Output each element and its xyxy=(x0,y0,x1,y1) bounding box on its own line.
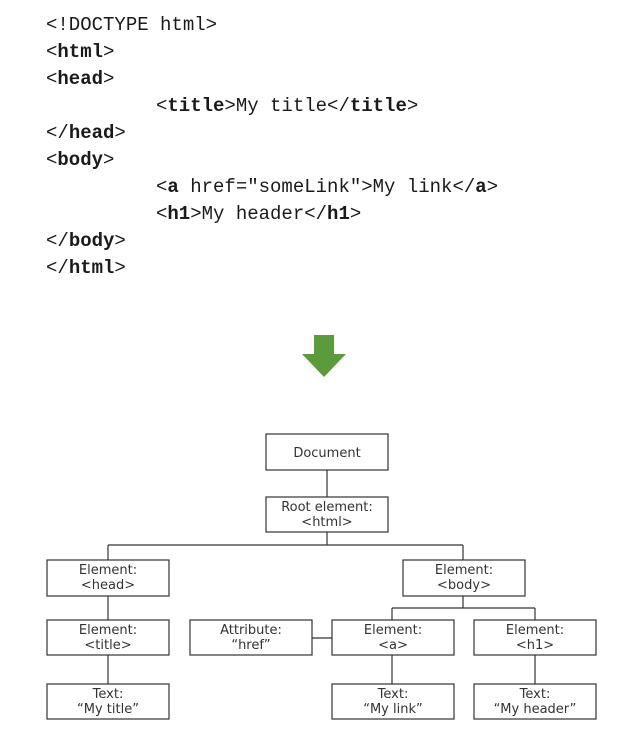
node-label: Element: xyxy=(364,623,422,638)
node-label: Root element: xyxy=(281,500,373,515)
node-label: Element: xyxy=(506,623,564,638)
code-tag-name: html xyxy=(57,41,104,63)
code-text: > xyxy=(103,41,115,63)
node-box xyxy=(331,619,455,656)
code-text: < xyxy=(156,176,168,198)
node-box xyxy=(473,619,597,656)
code-text: > xyxy=(103,149,115,171)
tree-node-root: Root element:<html> xyxy=(265,496,389,533)
code-text: > xyxy=(486,176,499,198)
node-label: Element: xyxy=(79,563,137,578)
node-box xyxy=(265,496,389,533)
code-text: </ xyxy=(46,230,69,252)
node-label: <body> xyxy=(437,578,491,593)
code-text: </ xyxy=(46,122,69,144)
code-text: < xyxy=(46,149,58,171)
node-box xyxy=(265,433,389,471)
code-text: > xyxy=(103,68,115,90)
code-tag-name: html xyxy=(68,257,115,279)
code-tag-name: title xyxy=(349,95,407,117)
tree-node-body: Element:<body> xyxy=(402,559,526,597)
code-text: > xyxy=(406,95,419,117)
node-label: “My title” xyxy=(77,702,139,717)
code-line: <html> xyxy=(46,39,498,66)
node-label: “href” xyxy=(231,638,270,653)
code-tag-name: h1 xyxy=(167,203,191,225)
html-code-listing: <!DOCTYPE html><html><head><title>My tit… xyxy=(46,12,498,282)
code-tag-name: head xyxy=(68,122,115,144)
code-text: < xyxy=(156,203,168,225)
node-label: “My link” xyxy=(363,702,423,717)
tree-node-title: Element:<title> xyxy=(46,619,170,656)
code-line: <a href="someLink">My link</a> xyxy=(46,174,498,201)
code-line: </head> xyxy=(46,120,498,147)
code-tag-name: a xyxy=(167,176,179,198)
code-tag-name: h1 xyxy=(327,203,350,225)
code-line: <body> xyxy=(46,147,498,174)
tree-connectors xyxy=(107,470,536,684)
node-label: Text: xyxy=(519,687,551,702)
code-text: > xyxy=(114,257,126,279)
node-box xyxy=(46,559,170,597)
node-label: Text: xyxy=(92,687,124,702)
node-box xyxy=(473,683,597,720)
code-text: > xyxy=(114,230,126,252)
tree-node-document: Document xyxy=(265,433,389,471)
code-text: >My header</ xyxy=(190,203,328,225)
code-text: > xyxy=(349,203,362,225)
node-box xyxy=(46,619,170,656)
tree-node-text-header: Text:“My header” xyxy=(473,683,597,720)
code-tag-name: a xyxy=(475,176,487,198)
code-text: </ xyxy=(46,257,69,279)
code-text: <!DOCTYPE html> xyxy=(46,14,218,36)
code-text: < xyxy=(46,68,58,90)
code-line: </html> xyxy=(46,255,498,282)
node-label: <h1> xyxy=(516,638,554,653)
arrow-down-shape xyxy=(302,335,346,377)
node-label: Element: xyxy=(435,563,493,578)
code-tag-name: head xyxy=(57,68,104,90)
node-box xyxy=(189,619,313,656)
arrow-down-icon xyxy=(302,335,346,377)
tree-node-h1: Element:<h1> xyxy=(473,619,597,656)
code-line: <!DOCTYPE html> xyxy=(46,12,498,39)
node-box xyxy=(46,683,170,720)
code-text: < xyxy=(46,41,58,63)
node-label: “My header” xyxy=(494,702,577,717)
code-text: < xyxy=(156,95,168,117)
node-label: <title> xyxy=(84,638,131,653)
node-label: Element: xyxy=(79,623,137,638)
code-line: <head> xyxy=(46,66,498,93)
tree-node-a: Element:<a> xyxy=(331,619,455,656)
code-tag-name: title xyxy=(167,95,225,117)
code-text: href="someLink">My link</ xyxy=(178,176,476,198)
code-tag-name: body xyxy=(57,149,104,171)
code-tag-name: body xyxy=(68,230,115,252)
code-text: > xyxy=(114,122,126,144)
code-line: </body> xyxy=(46,228,498,255)
code-text: >My title</ xyxy=(224,95,350,117)
node-box xyxy=(331,683,455,720)
tree-node-head: Element:<head> xyxy=(46,559,170,597)
node-label: Attribute: xyxy=(220,623,282,638)
tree-node-text-link: Text:“My link” xyxy=(331,683,455,720)
tree-node-attr: Attribute:“href” xyxy=(189,619,313,656)
tree-node-text-title: Text:“My title” xyxy=(46,683,170,720)
node-label: <head> xyxy=(81,578,135,593)
node-label: <a> xyxy=(378,638,408,653)
node-label: <html> xyxy=(301,515,352,530)
node-box xyxy=(402,559,526,597)
code-line: <h1>My header</h1> xyxy=(46,201,498,228)
node-label: Document xyxy=(293,446,360,461)
code-line: <title>My title</title> xyxy=(46,93,498,120)
node-label: Text: xyxy=(377,687,409,702)
